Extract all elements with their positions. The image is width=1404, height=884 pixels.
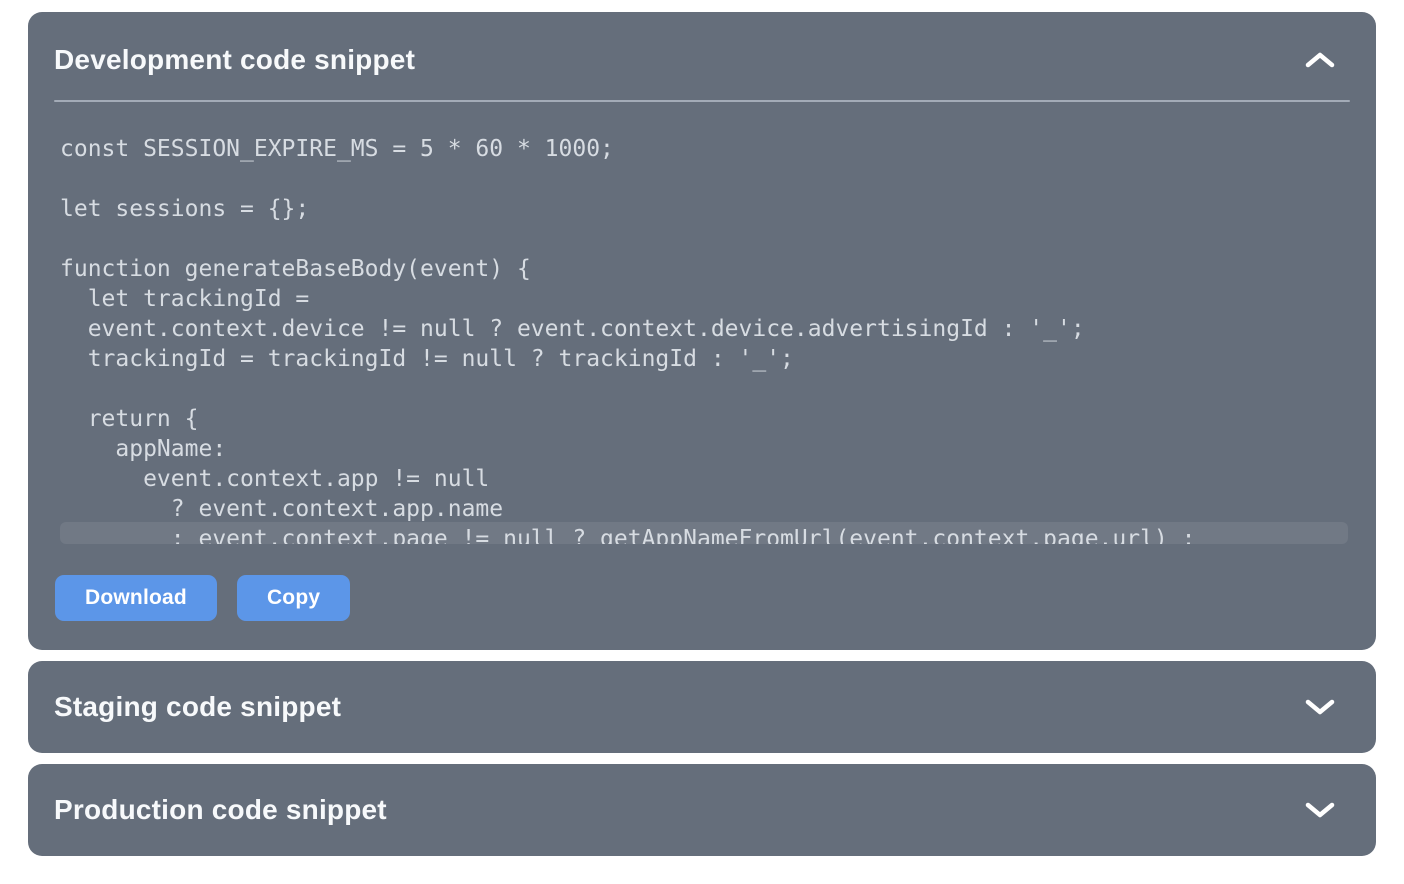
panel-production-header[interactable]: Production code snippet: [28, 764, 1376, 856]
chevron-down-icon[interactable]: [1304, 798, 1336, 822]
download-button[interactable]: Download: [55, 575, 217, 621]
panel-production-title: Production code snippet: [54, 794, 387, 825]
chevron-down-icon[interactable]: [1304, 695, 1336, 719]
header-divider: [54, 100, 1350, 102]
copy-button[interactable]: Copy: [236, 575, 351, 621]
panel-development-header[interactable]: Development code snippet: [28, 12, 1376, 100]
panel-staging-header[interactable]: Staging code snippet: [28, 661, 1376, 753]
code-fade-band: [60, 522, 1348, 544]
panel-production: Production code snippet: [28, 764, 1376, 856]
snippet-actions: Download Copy: [55, 575, 1376, 621]
chevron-up-icon[interactable]: [1304, 48, 1336, 72]
code-block: const SESSION_EXPIRE_MS = 5 * 60 * 1000;…: [60, 136, 1196, 544]
panel-development: Development code snippet const SESSION_E…: [28, 12, 1376, 650]
code-scroll-area[interactable]: const SESSION_EXPIRE_MS = 5 * 60 * 1000;…: [60, 134, 1350, 544]
panel-staging: Staging code snippet: [28, 661, 1376, 753]
panel-development-title: Development code snippet: [54, 44, 416, 75]
panel-staging-title: Staging code snippet: [54, 691, 342, 722]
code-snippet-accordion: Development code snippet const SESSION_E…: [28, 12, 1376, 856]
